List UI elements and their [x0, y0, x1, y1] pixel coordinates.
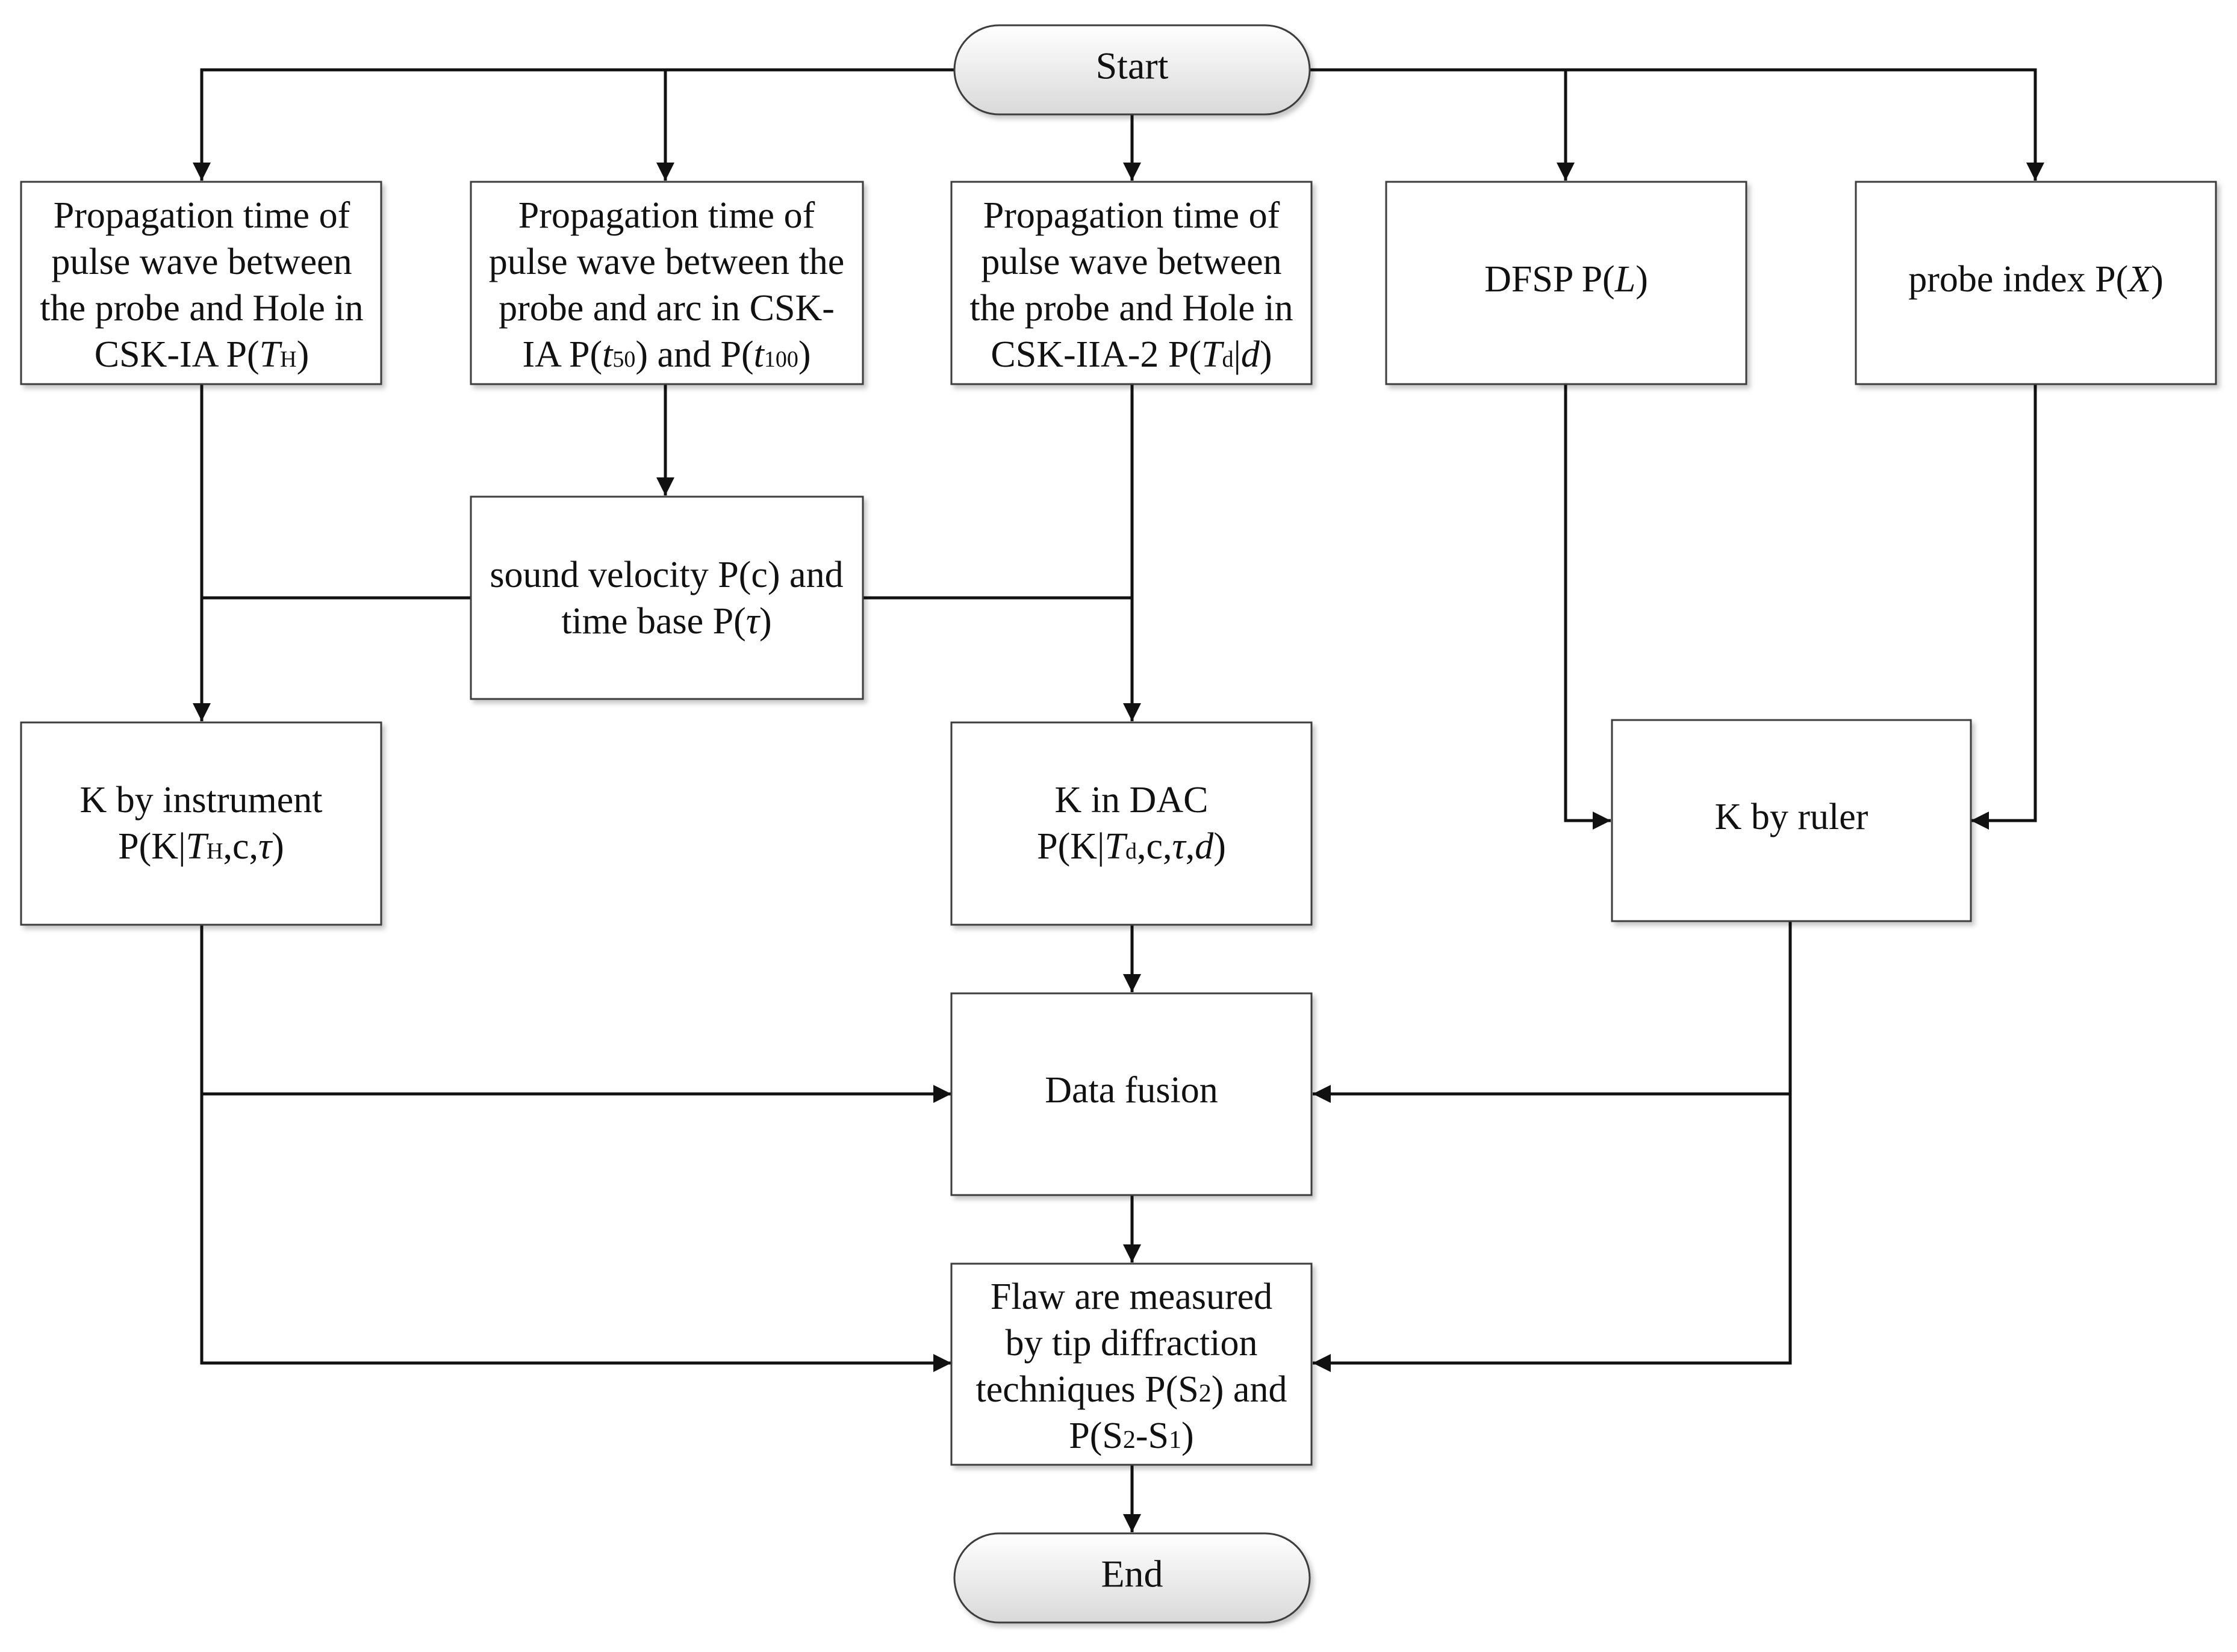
box-propagation-time-hole-csk-iia: Propagation time of pulse wave between t… [950, 181, 1313, 385]
box-line: Data fusion [1045, 1070, 1218, 1111]
box-flaw-measured-tip-diffraction: Flaw are measured by tip diffraction tec… [950, 1262, 1313, 1466]
box-line: by tip diffraction [1006, 1323, 1258, 1364]
box-k-by-ruler: K by ruler [1611, 719, 1972, 922]
box-propagation-time-hole-csk-ia: Propagation time of pulse wave between t… [20, 181, 382, 385]
edge-k-ruler-to-data-fusion [1313, 921, 1792, 1103]
box-k-by-instrument: K by instrument P(K|TH,c,τ) [20, 721, 382, 926]
edge-k-instrument-to-flaw [200, 1094, 951, 1372]
box-line: P(K|TH,c,τ) [118, 826, 284, 867]
box-line: IA P(t50) and P(t100) [522, 334, 810, 375]
box-line: CSK-IA P(TH) [95, 334, 309, 375]
box-line: K by instrument [80, 780, 323, 821]
box-line: sound velocity P(c) and [490, 554, 843, 595]
box-line: techniques P(S2) and [976, 1369, 1287, 1410]
box-line: Propagation time of [54, 195, 350, 236]
box-dfsp: DFSP P(L) [1385, 181, 1747, 385]
box-line: K in DAC [1055, 780, 1209, 821]
connectors [193, 68, 2044, 1532]
edge-k-ruler-to-flaw [1313, 1094, 1792, 1372]
box-line: pulse wave between [981, 241, 1281, 282]
start-label: Start [1096, 45, 1169, 87]
box-line: probe index P(X) [1908, 259, 2164, 300]
edge-probe-index-to-k-ruler [1971, 384, 2037, 830]
end-label: End [1101, 1553, 1163, 1595]
box-line: pulse wave between [51, 241, 352, 282]
box-line: probe and arc in CSK- [499, 288, 835, 329]
box-line: the probe and Hole in [40, 288, 363, 329]
box-k-in-dac: K in DAC P(K|Td,c,τ,d) [950, 721, 1313, 926]
box-line: Propagation time of [983, 195, 1280, 236]
edge-dfsp-to-k-ruler [1564, 384, 1611, 830]
box-line: P(S2-S1) [1069, 1415, 1193, 1456]
box-line: P(K|Td,c,τ,d) [1037, 826, 1226, 867]
box-line: CSK-IIA-2 P(Td|d) [991, 334, 1272, 375]
box-data-fusion: Data fusion [950, 992, 1313, 1196]
box-line: time base P(τ) [561, 601, 771, 642]
box-line: pulse wave between the [489, 241, 844, 282]
box-line: K by ruler [1715, 796, 1868, 837]
start-terminal: Start [953, 24, 1311, 116]
box-line: the probe and Hole in [969, 288, 1293, 329]
box-line: DFSP P(L) [1484, 259, 1648, 300]
box-probe-index: probe index P(X) [1855, 181, 2217, 385]
box-line: Propagation time of [518, 195, 815, 236]
end-terminal: End [953, 1532, 1311, 1624]
edge-start-to-hole-ia [193, 68, 954, 181]
edge-start-to-probe-index [1310, 68, 2044, 181]
box-sound-velocity-time-base: sound velocity P(c) and time base P(τ) [470, 495, 864, 700]
box-propagation-time-arc-csk-ia: Propagation time of pulse wave between t… [470, 181, 864, 385]
edge-k-instrument-to-data-fusion [200, 925, 951, 1103]
box-line: Flaw are measured [991, 1276, 1272, 1317]
